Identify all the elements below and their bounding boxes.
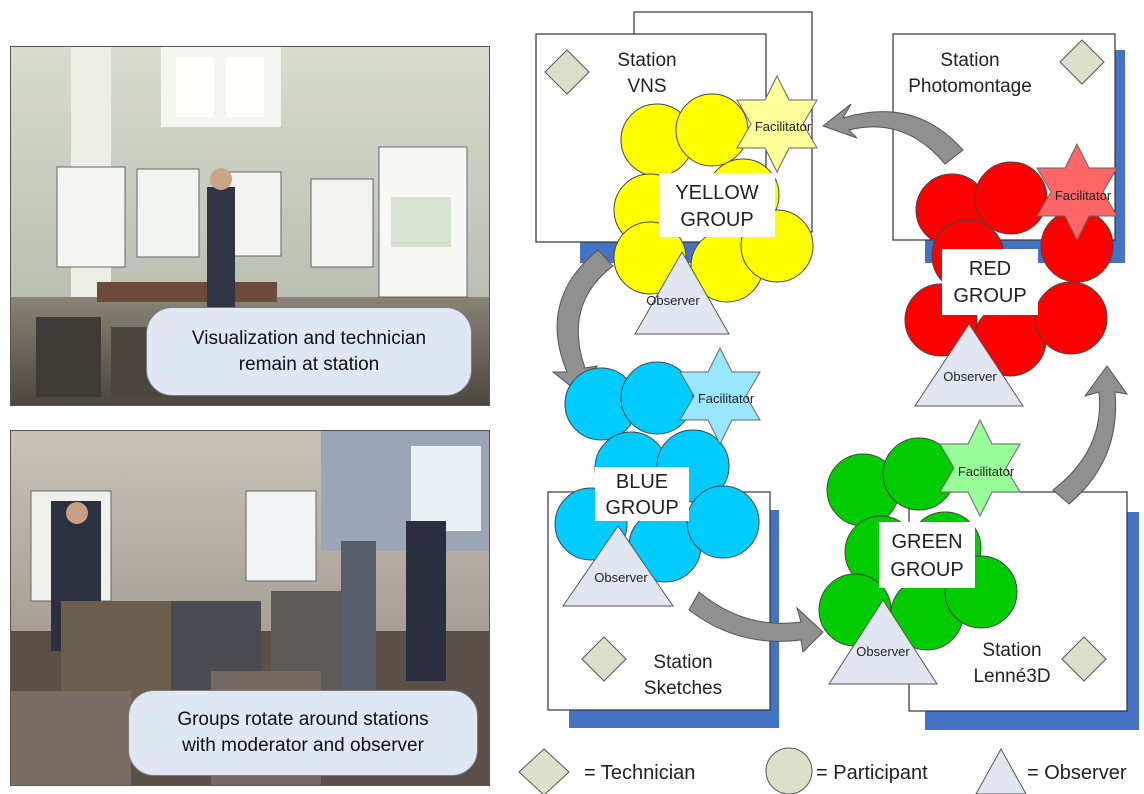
observer-triangle [562, 525, 674, 607]
blue-group-label-1: BLUE [616, 471, 668, 493]
participant [974, 161, 1048, 235]
green-observer-label: Observer [856, 644, 910, 659]
technician-diamond-vns [544, 49, 590, 95]
station-photomontage-label-2: Photomontage [908, 76, 1032, 97]
rotation-arrow-green-to-red [1052, 365, 1129, 505]
caption-bottom-line2: with moderator and observer [182, 735, 424, 756]
station-rotation-diagram: Station VNS Station Photomontage Station… [518, 11, 1139, 794]
blue-group-label-2: GROUP [605, 497, 678, 519]
green-group-label-1: GREEN [891, 531, 962, 553]
red-facilitator-label: Facilitator [1055, 188, 1112, 203]
caption-top-line2: remain at station [238, 353, 380, 375]
station-vns-label-1: Station [617, 50, 676, 71]
station-lenne3d-label-1: Station [982, 640, 1041, 661]
technician-diamond-lenne3d [1061, 636, 1107, 682]
observer-triangle [828, 599, 938, 685]
green-facilitator-label: Facilitator [958, 464, 1015, 479]
caption-top-line1: Visualization and technician [191, 327, 427, 349]
legend-participant-icon [765, 747, 813, 794]
yellow-group-label-2: GROUP [680, 209, 753, 231]
participant [675, 93, 749, 167]
photo-caption-top: Visualization and technician remain at s… [146, 307, 472, 396]
technician-diamond-sketches [581, 636, 627, 682]
station-photomontage-label-1: Station [940, 50, 999, 71]
observer-triangle [914, 323, 1024, 407]
blue-group-label-box [595, 467, 689, 521]
yellow-group: Facilitator Observer YELLOW GROUP [613, 75, 818, 335]
yellow-observer-label: Observer [646, 293, 700, 308]
rotation-arrow-red-to-yellow [821, 103, 964, 165]
station-sketches-label-1: Station [653, 652, 712, 673]
observer-triangle [634, 250, 730, 335]
legend: = Technician = Participant = Observer [518, 747, 1127, 794]
technician-diamond-photomontage [1059, 39, 1105, 85]
red-group-label-box [942, 249, 1038, 315]
participant [686, 485, 760, 559]
red-group-label-1: RED [969, 258, 1011, 280]
blue-facilitator-label: Facilitator [698, 391, 755, 406]
yellow-facilitator-label: Facilitator [755, 119, 812, 134]
legend-observer-icon [975, 747, 1027, 794]
legend-technician-label: = Technician [584, 762, 695, 784]
photo-caption-bottom: Groups rotate around stations with moder… [128, 690, 478, 776]
red-observer-label: Observer [943, 369, 997, 384]
blue-group: Facilitator Observer BLUE GROUP [554, 347, 761, 607]
green-group: Facilitator Observer GREEN GROUP [818, 419, 1021, 685]
legend-technician-icon [518, 748, 570, 794]
rotation-arrow-blue-to-green [688, 591, 824, 654]
red-group: Facilitator Observer RED GROUP [904, 143, 1118, 407]
station-lenne3d-label-2: Lenné3D [973, 666, 1050, 687]
green-group-label-2: GROUP [890, 559, 963, 581]
yellow-group-label-box [659, 173, 775, 237]
caption-bottom-line1: Groups rotate around stations [177, 709, 429, 731]
yellow-group-label-1: YELLOW [675, 182, 758, 204]
station-vns-label-2: VNS [627, 76, 666, 97]
green-group-label-box [879, 522, 975, 588]
red-group-label-2: GROUP [953, 285, 1026, 307]
blue-observer-label: Observer [594, 570, 648, 585]
participant [1034, 281, 1108, 355]
station-sketches-label-2: Sketches [644, 678, 722, 699]
legend-observer-label: = Observer [1027, 762, 1127, 784]
legend-participant-label: = Participant [816, 762, 928, 784]
